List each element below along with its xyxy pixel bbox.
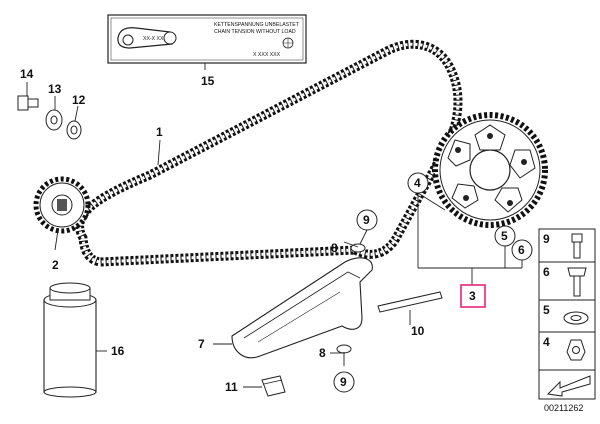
washer-13[interactable]	[45, 109, 63, 131]
sidebar-label-6: 6	[543, 265, 550, 279]
callout-4: 4	[414, 176, 421, 190]
flange-bolt-icon	[567, 267, 587, 277]
front-sprocket[interactable]	[33, 176, 91, 234]
sidebar-label-9: 9	[543, 232, 550, 246]
sidebar-arrow[interactable]	[546, 375, 591, 397]
leader-lines	[26, 63, 523, 388]
callout-2: 2	[52, 258, 59, 272]
callouts: 1 2 15 14 13 12 16 7 8 8 10 11 9 9 4 5 6…	[20, 67, 533, 394]
chain-guard[interactable]	[231, 257, 373, 359]
diagram-id: 00211262	[544, 403, 583, 413]
sticker-line-1: KETTENSPANNUNG UNBELASTET	[214, 22, 300, 28]
sidebar-label-4: 4	[543, 335, 550, 349]
rear-sprocket[interactable]	[432, 112, 548, 228]
sidebar-item-5[interactable]: 5	[543, 303, 589, 325]
sidebar-item-9[interactable]: 9	[543, 232, 583, 259]
parts-sidebar: 9 6 5 4	[538, 228, 596, 400]
callout-6: 6	[518, 243, 525, 257]
callout-11: 11	[225, 380, 238, 394]
sticker-line-2: CHAIN TENSION WITHOUT LOAD	[214, 29, 296, 35]
drive-chain[interactable]	[75, 39, 463, 267]
sidebar-label-5: 5	[543, 303, 550, 317]
chain-tension-sticker[interactable]: XX-X XX KETTENSPANNUNG UNBELASTET CHAIN …	[107, 14, 307, 64]
sidebar-item-4[interactable]: 4	[543, 335, 586, 361]
callout-5: 5	[501, 229, 508, 243]
washer-12[interactable]	[66, 120, 82, 140]
callout-8-upper: 8	[331, 241, 338, 255]
slide-pad[interactable]	[377, 291, 443, 313]
callout-16: 16	[111, 344, 125, 358]
callout-15: 15	[201, 74, 215, 88]
chain-lube-can[interactable]	[43, 282, 97, 398]
callout-12: 12	[72, 93, 86, 107]
callout-8-lower: 8	[319, 346, 326, 360]
sticker-part-code: X XXX XXX	[253, 52, 281, 58]
callout-9-upper: 9	[363, 213, 370, 227]
rubber-grommet-lower[interactable]	[336, 344, 352, 354]
callout-13: 13	[48, 82, 62, 96]
callout-10: 10	[411, 324, 425, 338]
callout-1: 1	[156, 125, 163, 139]
callout-14: 14	[20, 67, 34, 81]
arrow-icon	[546, 375, 591, 397]
chain-clip[interactable]	[261, 375, 286, 397]
callout-7: 7	[198, 337, 205, 351]
sticker-small-text: XX-X XX	[143, 36, 164, 42]
callout-3: 3	[469, 289, 476, 303]
callout-9-lower: 9	[340, 375, 347, 389]
bolt-icon	[571, 233, 583, 243]
highlight-box[interactable]	[460, 284, 486, 308]
sidebar-item-6[interactable]: 6	[543, 265, 587, 297]
bolt[interactable]	[17, 95, 39, 111]
